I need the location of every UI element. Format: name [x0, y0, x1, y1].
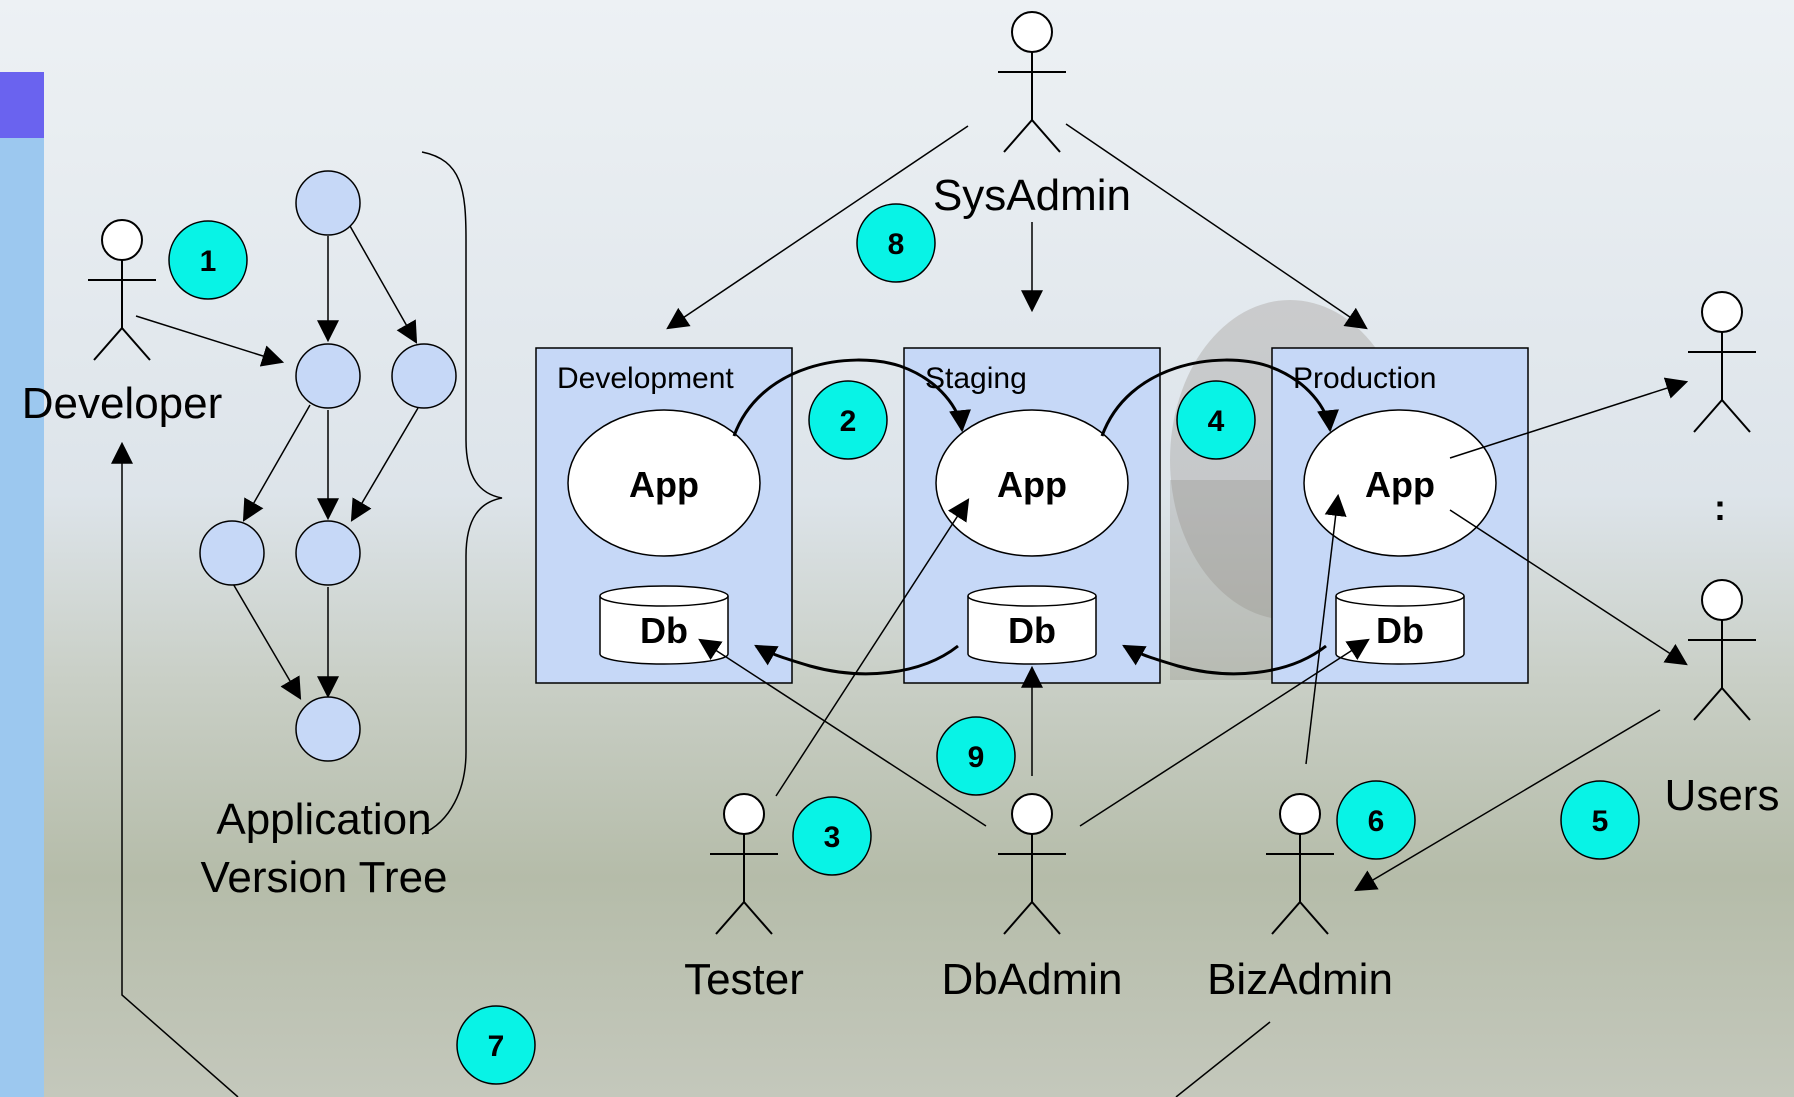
- env-title: Production: [1293, 362, 1436, 395]
- sysadmin-to-prod-arrow: [1065, 123, 1368, 330]
- dbadmin-to-prod-db-arrow: [1079, 638, 1370, 827]
- db-staging-to-dev-arc: [754, 644, 959, 676]
- step-badge-7: 7: [456, 1005, 536, 1085]
- prod-to-user-bottom-arrow: [1449, 509, 1688, 666]
- dbadmin-actor: [998, 793, 1066, 935]
- version-node: [295, 520, 361, 586]
- step-badge-1: 1: [168, 220, 248, 300]
- sidebar-accent: [0, 72, 44, 138]
- tester-label: Tester: [684, 955, 804, 1004]
- step-badge-5: 5: [1560, 780, 1640, 860]
- version-node: [295, 170, 361, 236]
- app-label: App: [629, 464, 699, 505]
- svg-text:4: 4: [1208, 405, 1225, 438]
- app-label: App: [997, 464, 1067, 505]
- users-ellipsis: :: [1714, 487, 1726, 528]
- db-cylinder: [967, 585, 1097, 665]
- db-cylinder: [599, 585, 729, 665]
- tester-to-staging-app-arrow: [775, 498, 970, 797]
- app-label: App: [1365, 464, 1435, 505]
- app-node: [1303, 409, 1497, 557]
- app-node: [935, 409, 1129, 557]
- feedback-to-developer-line: [111, 441, 239, 1097]
- svg-text:3: 3: [824, 821, 841, 854]
- promote-dev-to-staging-arc: [732, 358, 971, 437]
- sidebar-strip: [0, 72, 44, 1097]
- environment-production: Production App Db: [1271, 347, 1529, 684]
- db-label: Db: [1376, 610, 1424, 651]
- tester-actor: [710, 793, 778, 935]
- version-node: [295, 696, 361, 762]
- developer-to-tree-arrow: [135, 315, 285, 367]
- tree-brace: [421, 151, 503, 835]
- users-label: Users: [1665, 771, 1780, 820]
- app-node: [567, 409, 761, 557]
- bizadmin-label: BizAdmin: [1207, 955, 1393, 1004]
- users-to-bizadmin-arrow: [1354, 709, 1661, 892]
- svg-text:1: 1: [200, 245, 217, 278]
- developer-actor: [88, 219, 156, 361]
- sysadmin-to-dev-arrow: [666, 125, 969, 330]
- svg-text:2: 2: [840, 405, 857, 438]
- step-badge-4: 4: [1176, 380, 1256, 460]
- bizadmin-actor: [1266, 793, 1334, 935]
- db-label: Db: [640, 610, 688, 651]
- svg-text:8: 8: [888, 228, 905, 261]
- bizadmin-to-prod-app-arrow: [1305, 493, 1347, 765]
- feedback-to-developer-arrow: [1175, 1021, 1271, 1097]
- tree-label-line1: Application: [216, 795, 431, 844]
- sysadmin-label: SysAdmin: [933, 171, 1131, 220]
- user-actor-top: [1688, 291, 1756, 433]
- svg-text:7: 7: [488, 1030, 505, 1063]
- step-badge-8: 8: [856, 203, 936, 283]
- step-badge-6: 6: [1336, 780, 1416, 860]
- environment-development: Development App Db: [535, 347, 793, 684]
- version-tree: [199, 170, 457, 762]
- user-actor-bottom: [1688, 579, 1756, 721]
- version-node: [391, 343, 457, 409]
- svg-text:6: 6: [1368, 805, 1385, 838]
- svg-text:5: 5: [1592, 805, 1609, 838]
- version-node: [295, 343, 361, 409]
- db-prod-to-staging-arc: [1122, 644, 1327, 676]
- promote-staging-to-prod-arc: [1100, 358, 1339, 437]
- step-badge-2: 2: [808, 380, 888, 460]
- environment-staging: Staging App Db: [903, 347, 1161, 684]
- tree-label-line2: Version Tree: [200, 853, 447, 902]
- step-badge-9: 9: [936, 716, 1016, 796]
- db-label: Db: [1008, 610, 1056, 651]
- step-badge-3: 3: [792, 796, 872, 876]
- dbadmin-to-dev-db-arrow: [698, 638, 987, 827]
- dbadmin-label: DbAdmin: [942, 955, 1123, 1004]
- developer-label: Developer: [22, 379, 223, 428]
- prod-to-user-top-arrow: [1449, 377, 1689, 459]
- svg-text:9: 9: [968, 741, 985, 774]
- version-node: [199, 520, 265, 586]
- env-title: Staging: [925, 362, 1027, 395]
- sysadmin-actor: [998, 11, 1066, 153]
- env-title: Development: [557, 362, 734, 395]
